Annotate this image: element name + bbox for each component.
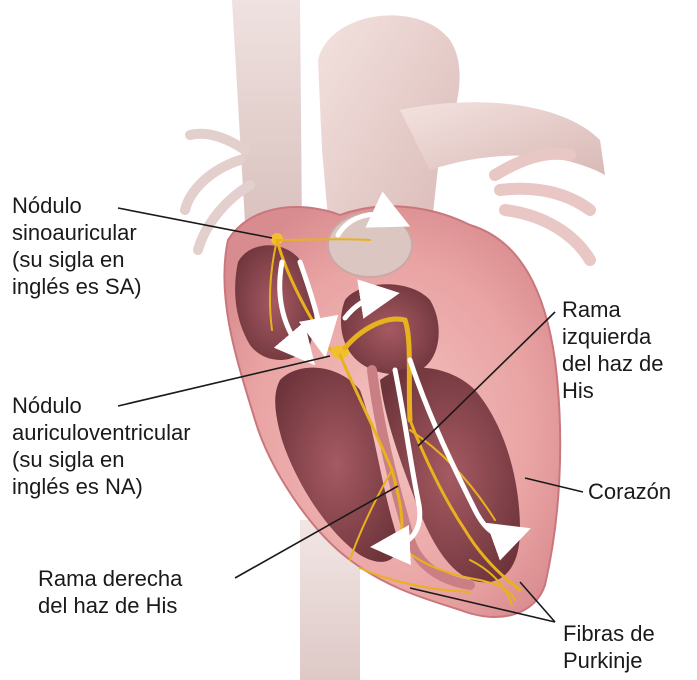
label-line: del haz de bbox=[562, 350, 664, 377]
label-line: sinoauricular bbox=[12, 219, 142, 246]
label-line: Fibras de bbox=[563, 620, 655, 647]
label-line: Nódulo bbox=[12, 392, 191, 419]
label-av-node: Nódulo auriculoventricular (su sigla en … bbox=[12, 392, 191, 500]
label-right-bundle: Rama derecha del haz de His bbox=[38, 565, 182, 619]
label-line: Corazón bbox=[588, 478, 671, 505]
label-line: inglés es NA) bbox=[12, 473, 191, 500]
label-line: del haz de His bbox=[38, 592, 182, 619]
label-purkinje: Fibras de Purkinje bbox=[563, 620, 655, 674]
superior-vena-cava bbox=[232, 0, 302, 240]
label-line: His bbox=[562, 377, 664, 404]
label-line: izquierda bbox=[562, 323, 664, 350]
label-sa-node: Nódulo sinoauricular (su sigla en inglés… bbox=[12, 192, 142, 300]
label-line: auriculoventricular bbox=[12, 419, 191, 446]
label-line: Purkinje bbox=[563, 647, 655, 674]
label-heart: Corazón bbox=[588, 478, 671, 505]
label-line: inglés es SA) bbox=[12, 273, 142, 300]
label-line: Rama derecha bbox=[38, 565, 182, 592]
aortic-valve bbox=[328, 213, 412, 277]
label-line: (su sigla en bbox=[12, 446, 191, 473]
label-line: (su sigla en bbox=[12, 246, 142, 273]
pulmonary-veins bbox=[495, 154, 590, 260]
label-line: Nódulo bbox=[12, 192, 142, 219]
label-line: Rama bbox=[562, 296, 664, 323]
label-left-bundle: Rama izquierda del haz de His bbox=[562, 296, 664, 404]
